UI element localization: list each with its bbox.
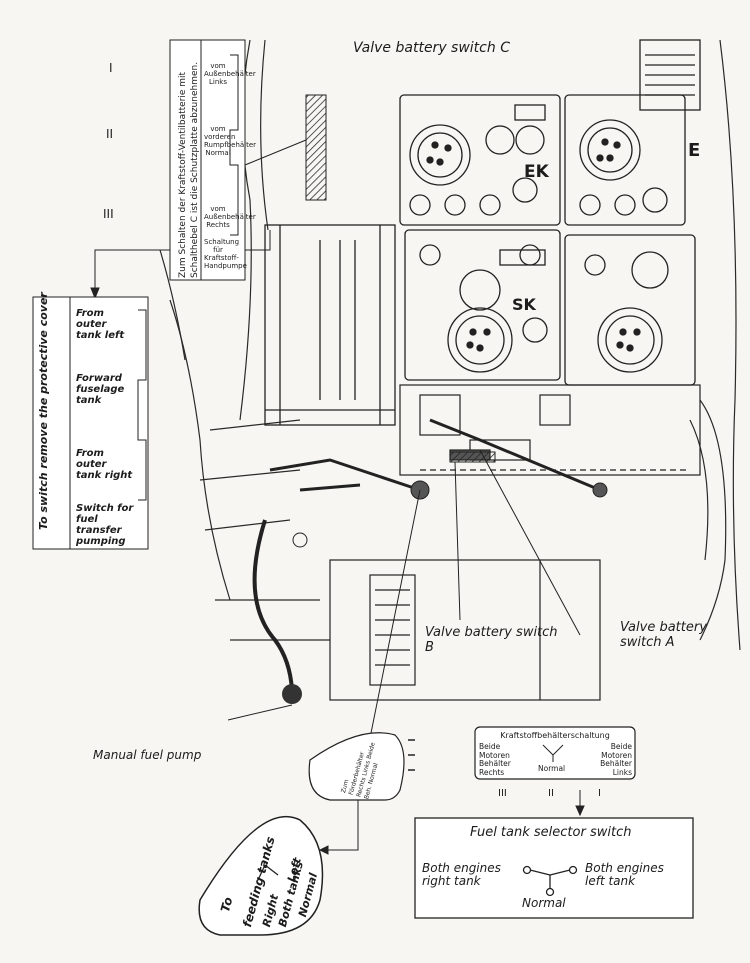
english-pos-left: From outer tank left — [76, 308, 125, 341]
right-instrument-panel — [564, 39, 701, 226]
selector-english-shape — [414, 817, 694, 919]
german-placard-vertical: Zum Schalten der Kraftstoff-Ventilbatter… — [177, 62, 201, 278]
english-pos-forward: Forward fuselage tank — [76, 373, 125, 406]
english-pos-right: From outer tank right — [76, 448, 133, 481]
lower-instrument-panel — [404, 229, 561, 381]
upper-instrument-panel — [399, 94, 561, 226]
german-placard — [169, 39, 246, 281]
pump-hose — [252, 519, 294, 691]
selector-roman-ii: II — [548, 788, 554, 799]
gauge-ek-mark: EK — [524, 162, 549, 182]
german-vertical-line2: Schalthebel C ist die Schutzplatte abzun… — [190, 61, 200, 278]
english-placard-vertical: To switch remove the protective cover — [37, 292, 50, 530]
german-pos-right: vom Außenbehälter Rechts — [204, 205, 256, 230]
valve-c-label: Valve battery switch C — [353, 40, 510, 56]
lower-cabinet — [329, 559, 601, 701]
german-vertical-line1: Zum Schalten der Kraftstoff-Ventilbatter… — [178, 71, 188, 278]
selector-english-right: Both engines left tank — [585, 861, 664, 889]
switch-a-cover — [449, 451, 496, 463]
roman-ii: II — [106, 127, 114, 141]
german-pos-normal: vom vorderen Rumpfbehälter Normal — [204, 125, 257, 158]
selector-plate-center: Normal — [538, 764, 566, 773]
selector-roman-i: I — [598, 788, 601, 799]
german-pos-pump: Schaltung für Kraftstoff-Handpumpe — [204, 238, 247, 271]
pump-placard-shape — [308, 732, 405, 801]
german-pos-left: vom Außenbehälter Links — [204, 62, 256, 87]
english-placard — [32, 296, 149, 550]
english-pos-transfer: Switch for fuel transfer pumping — [76, 503, 134, 547]
pump-english-shape — [198, 815, 324, 936]
valve-a-label: Valve battery switch A — [620, 620, 707, 650]
selector-english-center: Normal — [522, 896, 566, 910]
switch-c-cover — [305, 94, 327, 201]
selector-plate-title: Kraftstoffbehälterschaltung — [500, 731, 610, 740]
selector-plate-left: Beide Motoren Behälter Rechts — [479, 742, 511, 777]
selector-english-title: Fuel tank selector switch — [470, 825, 632, 840]
selector-english-left: Both engines right tank — [422, 861, 501, 889]
gauge-sk-mark: SK — [512, 295, 536, 314]
center-console — [399, 384, 701, 476]
roman-i: I — [109, 61, 113, 75]
lower-right-panel — [564, 234, 696, 386]
valve-levers — [269, 418, 601, 492]
selector-plate-right: Beide Motoren Behälter Links — [600, 742, 632, 777]
valve-b-label: Valve battery switch B — [425, 625, 558, 655]
frame-structure — [264, 224, 396, 426]
selector-roman-iii: III — [498, 788, 507, 799]
gauge-e-mark: E — [688, 140, 701, 161]
pump-knob — [282, 684, 302, 704]
roman-iii: III — [103, 207, 114, 221]
manual-pump-label: Manual fuel pump — [93, 748, 202, 762]
